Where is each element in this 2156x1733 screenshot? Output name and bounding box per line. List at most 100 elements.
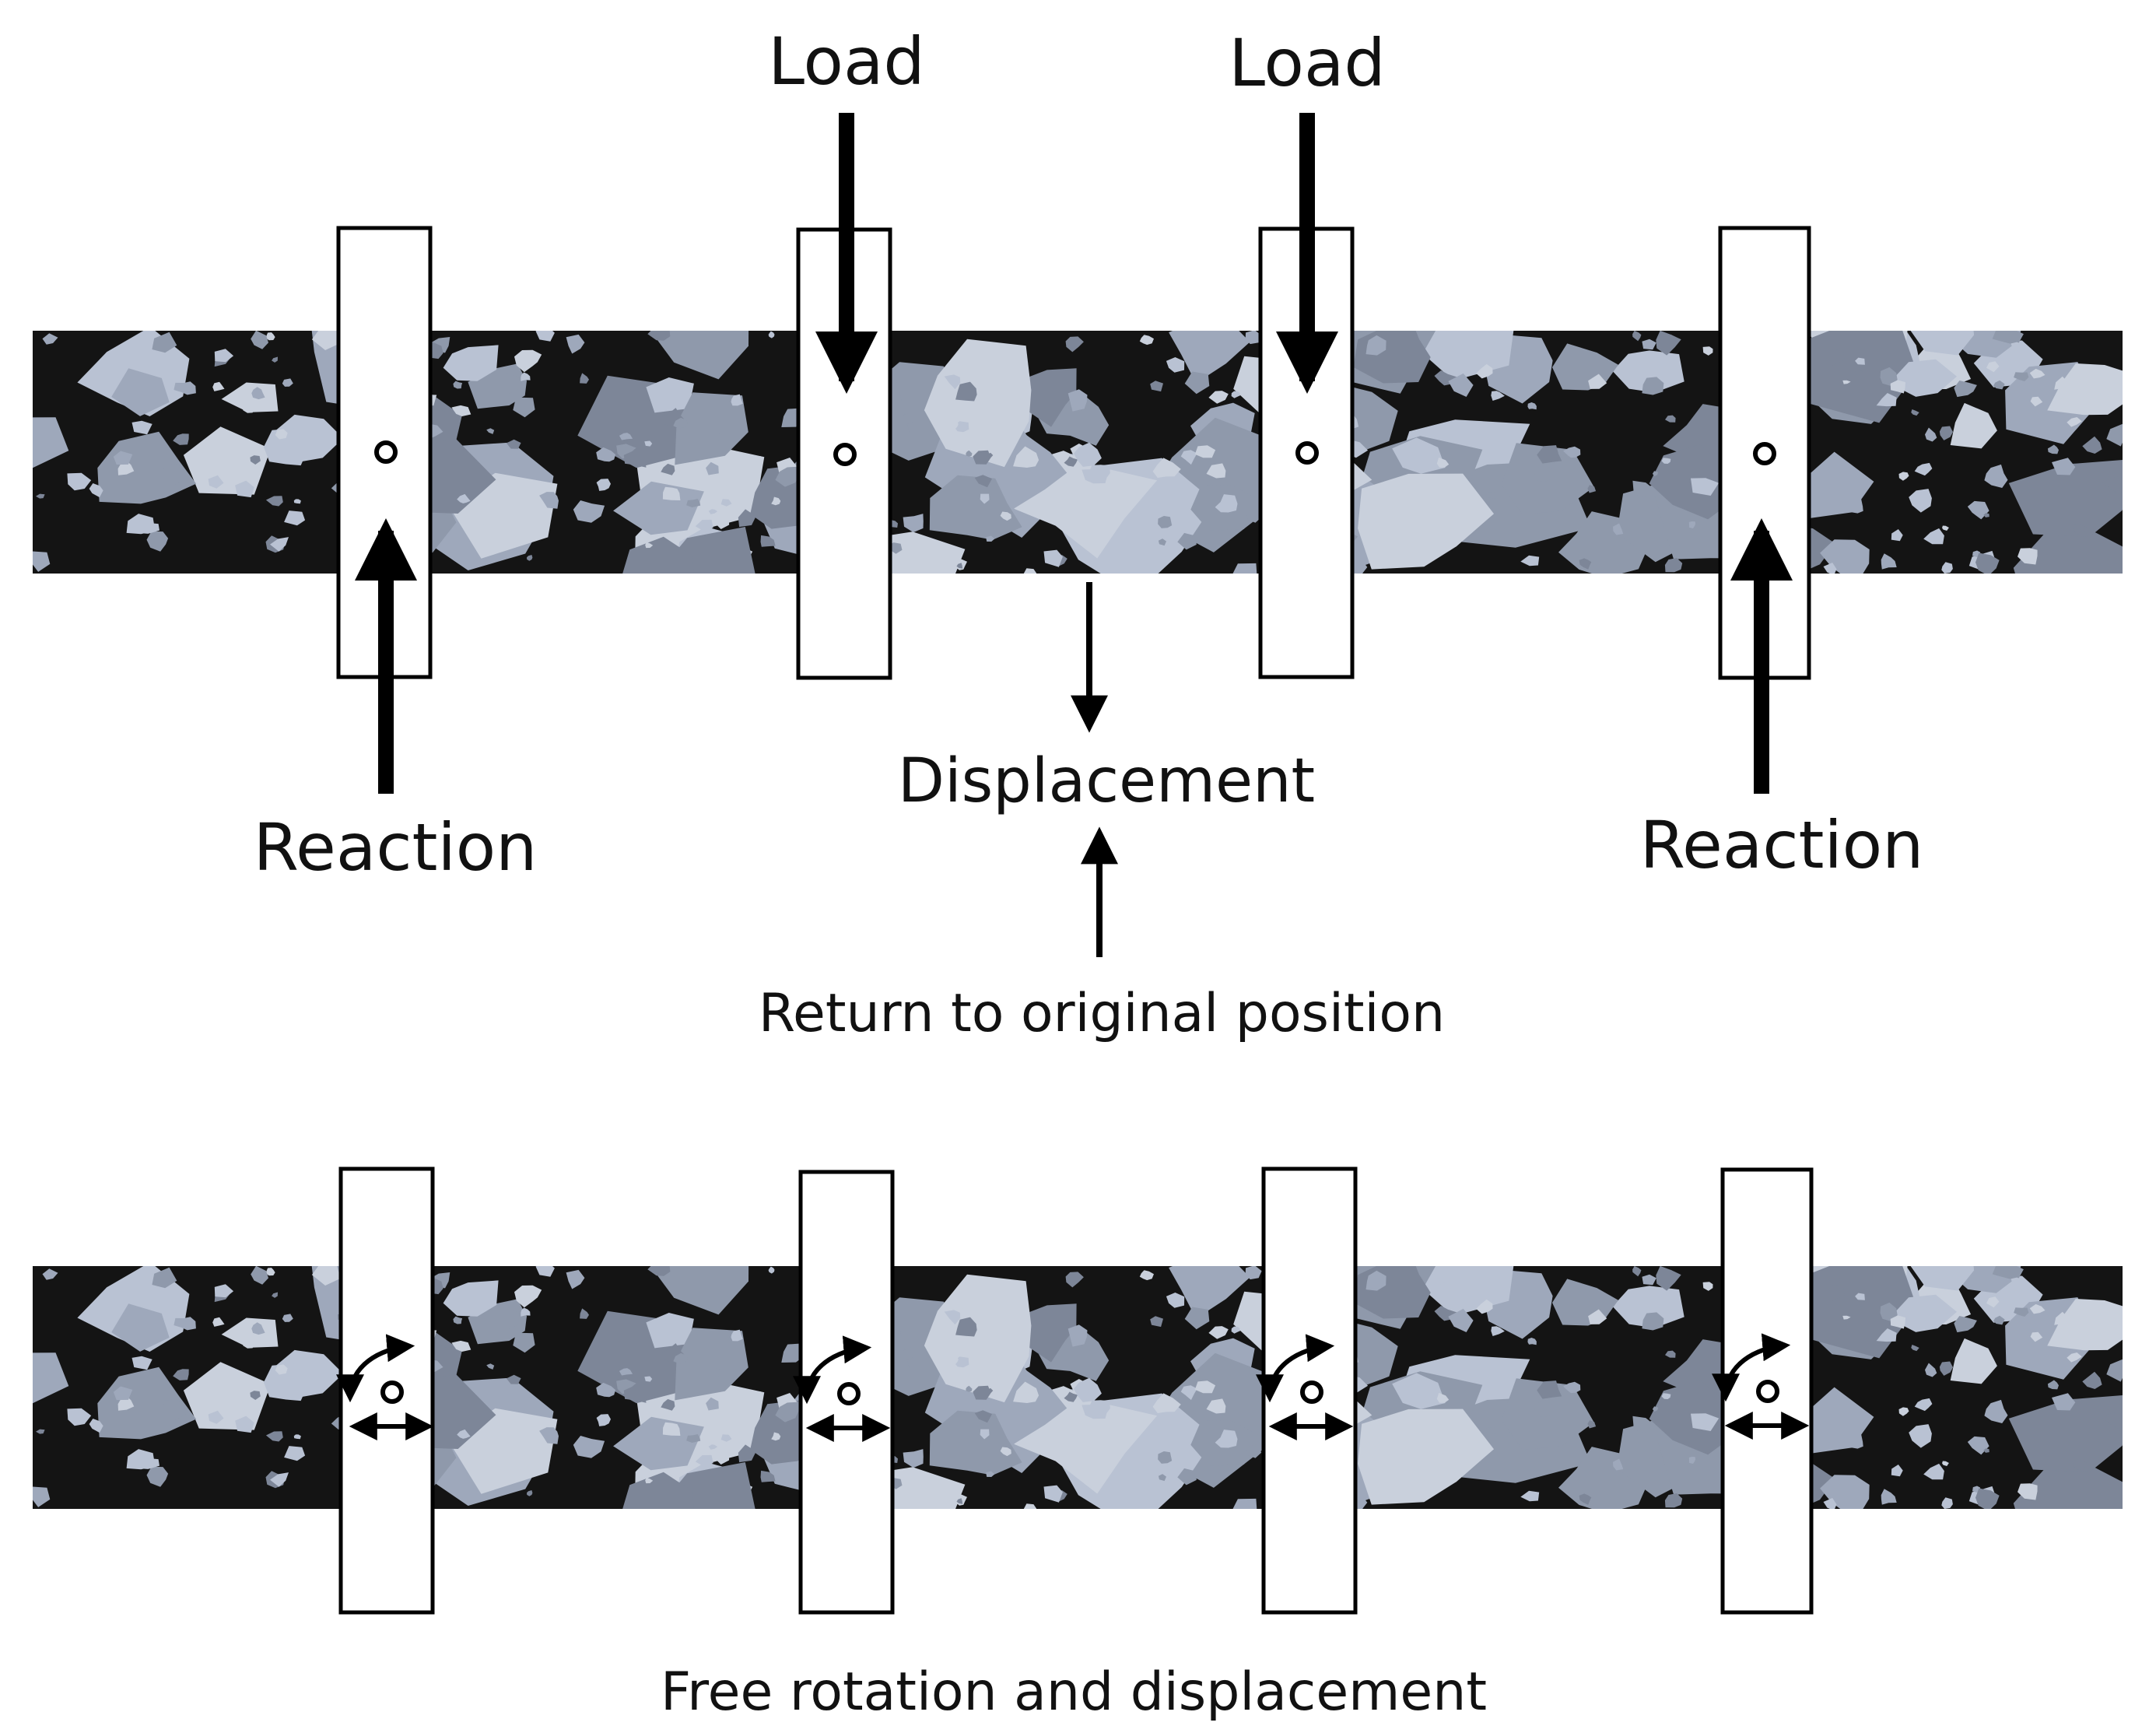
- aggregate-stone: [1821, 349, 1845, 367]
- pin-icon: [1756, 1380, 1779, 1403]
- aggregate-stone: [539, 1427, 559, 1444]
- aggregate-stone: [613, 1416, 704, 1471]
- aggregate-stone: [1855, 357, 1865, 365]
- aggregate-stone: [1993, 380, 2005, 390]
- aggregate-stone: [97, 431, 197, 504]
- aggregate-stone: [1588, 374, 1607, 389]
- aggregate-stone: [673, 1352, 688, 1364]
- aggregate-stone: [653, 1266, 749, 1315]
- aggregate-stone: [535, 331, 555, 342]
- aggregate-stone: [521, 372, 531, 381]
- aggregate-stone: [924, 339, 1032, 468]
- aggregate-stone: [1184, 371, 1210, 395]
- aggregate-stone: [646, 377, 694, 413]
- aggregate-stone: [513, 1332, 535, 1353]
- aggregate-stone: [1527, 1338, 1537, 1345]
- aggregate-stone: [1941, 1497, 1953, 1509]
- aggregate-stone: [2072, 1460, 2087, 1472]
- aggregate-stone: [214, 349, 234, 363]
- aggregate-stone: [973, 450, 991, 465]
- aggregate-stone: [720, 499, 732, 507]
- aggregate-stone: [2029, 1303, 2046, 1314]
- aggregate-stone: [983, 432, 1067, 509]
- aggregate-stone: [1232, 563, 1257, 574]
- aggregate-stone: [33, 1352, 69, 1404]
- aggregate-stone: [974, 475, 992, 488]
- aggregate-stone: [263, 428, 307, 466]
- aggregate-stone: [929, 475, 1022, 540]
- aggregate-stone: [1150, 381, 1163, 392]
- aggregate-stone: [163, 1399, 188, 1421]
- aggregate-stone: [1881, 1489, 1897, 1505]
- aggregate-stone: [1642, 339, 1656, 350]
- aggregate-stone: [1150, 1316, 1163, 1328]
- aggregate-stone: [1245, 1444, 1262, 1458]
- aggregate-stone: [265, 1431, 283, 1442]
- aggregate-stone: [775, 466, 799, 487]
- aggregate-stone: [754, 1391, 763, 1398]
- aggregate-stone: [1939, 1361, 1953, 1376]
- aggregate-stone: [33, 417, 69, 468]
- pin-icon: [1300, 1380, 1323, 1404]
- aggregate-stone: [738, 509, 756, 528]
- aggregate-stone: [1435, 346, 1457, 363]
- aggregate-stone: [1208, 1326, 1229, 1339]
- labels: Load Load Reaction Reaction Displacement…: [254, 23, 1924, 1723]
- aggregate-stone: [514, 1285, 542, 1308]
- aggregate-stone: [1064, 456, 1078, 467]
- return-label: Return to original position: [759, 983, 1445, 1044]
- rotation-arrow-icon: [1256, 1334, 1335, 1403]
- aggregate-stone: [1911, 409, 1919, 416]
- aggregate-stone: [1854, 1304, 1863, 1311]
- aggregate-stone: [527, 1490, 533, 1496]
- aggregate-stone: [1613, 523, 1624, 535]
- aggregate-stone: [1579, 558, 1592, 570]
- aggregate-stone: [1823, 1498, 1837, 1509]
- aggregate-stone: [1923, 528, 1944, 545]
- asphalt-beam-bottom: [33, 1266, 2123, 1509]
- aggregate-stone: [1180, 1385, 1197, 1401]
- aggregate-stone: [1984, 1399, 2008, 1423]
- aggregate-stone: [1854, 369, 1863, 376]
- aggregate-stone: [251, 387, 265, 400]
- aggregate-stone: [760, 535, 776, 547]
- aggregate-stone: [1876, 393, 1897, 407]
- aggregate-stone: [771, 496, 781, 506]
- aggregate-stone: [1067, 1324, 1088, 1347]
- aggregate-stone: [1486, 492, 1500, 499]
- aggregate-stone: [1702, 1282, 1713, 1291]
- aggregate-stone: [1392, 1373, 1446, 1409]
- aggregate-stone: [208, 1410, 224, 1424]
- aggregate-stone: [251, 1266, 268, 1285]
- aggregate-stone: [111, 368, 170, 416]
- aggregate-stone: [1983, 513, 1989, 517]
- aggregate-stone: [1642, 1312, 1664, 1331]
- aggregate-stone: [738, 1444, 756, 1463]
- aggregate-stone: [686, 1434, 701, 1443]
- aggregate-stone: [686, 499, 701, 507]
- aggregate-stone: [645, 1477, 654, 1484]
- aggregate-stone: [1880, 1302, 1898, 1322]
- aggregate-stone: [596, 1414, 611, 1426]
- load-label-right: Load: [1229, 25, 1386, 101]
- aggregate-stone: [214, 1284, 234, 1298]
- aggregate-stone: [1358, 473, 1494, 570]
- aggregate-stone: [2072, 524, 2087, 537]
- aggregate-stone: [1942, 1461, 1949, 1466]
- aggregate-stone: [1950, 402, 1997, 449]
- aggregate-stone: [221, 1317, 279, 1348]
- aggregate-stone: [1954, 381, 1977, 398]
- aggregate-stone: [1656, 1266, 1681, 1291]
- load-label-left: Load: [768, 23, 925, 100]
- rotation-arrow-icon: [1712, 1333, 1791, 1402]
- aggregate-stone: [443, 345, 499, 381]
- aggregate-stone: [731, 1329, 743, 1342]
- aggregate-stone: [1942, 525, 1949, 531]
- aggregate-stone: [720, 1420, 731, 1429]
- aggregate-stone: [714, 1446, 730, 1465]
- aggregate-stone: [695, 519, 713, 532]
- aggregate-stone: [1013, 1381, 1039, 1403]
- aggregate-stone: [1166, 357, 1185, 373]
- aggregate-stone: [955, 1317, 977, 1337]
- aggregate-stone: [1983, 1448, 1989, 1453]
